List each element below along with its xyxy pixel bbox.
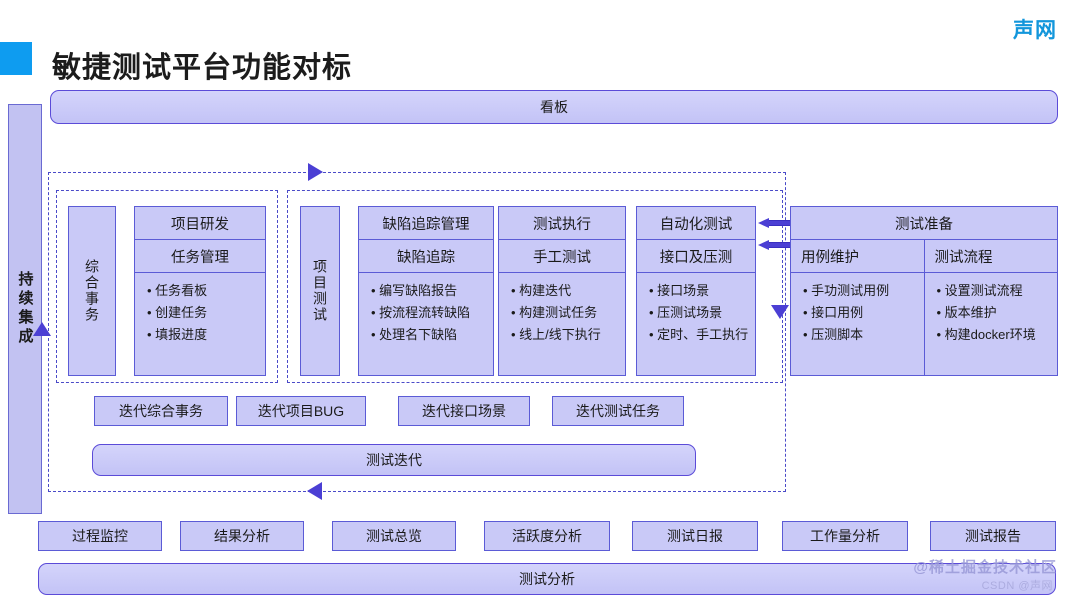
card-subtitle: 缺陷追踪	[359, 240, 493, 273]
bullet-item: 编写缺陷报告	[371, 283, 483, 299]
card-title: 自动化测试	[637, 207, 755, 240]
bullet-item: 设置测试流程	[937, 283, 1048, 299]
chip-result-analysis[interactable]: 结果分析	[180, 521, 304, 551]
continuous-integration-rail[interactable]: 持续集成	[8, 104, 42, 514]
preparation-column-test-process[interactable]: 测试流程 设置测试流程 版本维护 构建docker环境	[923, 240, 1058, 375]
chip-label: 测试日报	[667, 528, 723, 544]
arrow-preparation-to-automation-1	[758, 218, 794, 229]
chip-label: 迭代接口场景	[422, 403, 506, 419]
bullet-item: 版本维护	[937, 305, 1048, 321]
agora-logo: 声网	[1013, 19, 1057, 42]
chip-iteration-test-task[interactable]: 迭代测试任务	[552, 396, 684, 426]
card-title: 项目研发	[135, 207, 265, 240]
chip-iteration-comprehensive[interactable]: 迭代综合事务	[94, 396, 228, 426]
card-bullets: 设置测试流程 版本维护 构建docker环境	[925, 273, 1058, 375]
card-title: 测试执行	[499, 207, 625, 240]
bullet-item: 填报进度	[147, 327, 255, 343]
bullet-item: 接口用例	[803, 305, 914, 321]
flow-right-arrow-icon	[308, 163, 323, 181]
card-subtitle: 任务管理	[135, 240, 265, 273]
chip-test-report[interactable]: 测试报告	[930, 521, 1056, 551]
card-subtitle: 测试流程	[924, 240, 1057, 273]
chip-label: 迭代项目BUG	[257, 403, 345, 419]
chip-test-daily-report[interactable]: 测试日报	[632, 521, 758, 551]
bullet-item: 压测脚本	[803, 327, 914, 343]
chip-label: 结果分析	[214, 528, 270, 544]
chip-process-monitoring[interactable]: 过程监控	[38, 521, 162, 551]
title-accent-square	[0, 42, 32, 75]
bullet-item: 构建docker环境	[937, 327, 1048, 343]
card-subtitle: 手工测试	[499, 240, 625, 273]
card-subtitle: 接口及压测	[637, 240, 755, 273]
continuous-integration-label: 持续集成	[16, 271, 34, 347]
chip-iteration-api-scenario[interactable]: 迭代接口场景	[398, 396, 530, 426]
block-project-test[interactable]: 项目测试	[300, 206, 340, 376]
chip-workload-analysis[interactable]: 工作量分析	[782, 521, 908, 551]
card-subtitle: 用例维护	[791, 240, 924, 273]
ci-up-arrow-icon	[33, 322, 51, 336]
chip-label: 活跃度分析	[512, 528, 582, 544]
test-iteration-banner[interactable]: 测试迭代	[92, 444, 696, 476]
kanban-banner-label: 看板	[540, 99, 568, 115]
bullet-item: 线上/线下执行	[511, 327, 615, 343]
bullet-item: 手功测试用例	[803, 283, 914, 299]
chip-iteration-project-bug[interactable]: 迭代项目BUG	[236, 396, 366, 426]
card-bullets: 接口场景 压测试场景 定时、手工执行	[637, 273, 755, 375]
outer-dashed-region	[48, 172, 786, 492]
chip-label: 工作量分析	[810, 528, 880, 544]
card-automation-test[interactable]: 自动化测试 接口及压测 接口场景 压测试场景 定时、手工执行	[636, 206, 756, 376]
kanban-banner[interactable]: 看板	[50, 90, 1058, 124]
card-bullets: 构建迭代 构建测试任务 线上/线下执行	[499, 273, 625, 375]
chip-label: 迭代综合事务	[119, 403, 203, 419]
card-test-execution[interactable]: 测试执行 手工测试 构建迭代 构建测试任务 线上/线下执行	[498, 206, 626, 376]
block-comprehensive-affairs[interactable]: 综合事务	[68, 206, 116, 376]
bullet-item: 任务看板	[147, 283, 255, 299]
chip-label: 测试总览	[366, 528, 422, 544]
card-defect-tracking[interactable]: 缺陷追踪管理 缺陷追踪 编写缺陷报告 按流程流转缺陷 处理名下缺陷	[358, 206, 494, 376]
bullet-item: 压测试场景	[649, 305, 745, 321]
card-bullets: 手功测试用例 接口用例 压测脚本	[791, 273, 924, 375]
chip-activity-analysis[interactable]: 活跃度分析	[484, 521, 610, 551]
bullet-item: 构建测试任务	[511, 305, 615, 321]
card-bullets: 任务看板 创建任务 填报进度	[135, 273, 265, 375]
preparation-column-case-maintenance[interactable]: 用例维护 手功测试用例 接口用例 压测脚本	[791, 240, 924, 375]
chip-label: 过程监控	[72, 528, 128, 544]
bullet-item: 接口场景	[649, 283, 745, 299]
test-analysis-label: 测试分析	[519, 571, 575, 587]
test-analysis-banner[interactable]: 测试分析	[38, 563, 1056, 595]
preparation-columns: 用例维护 手功测试用例 接口用例 压测脚本 测试流程 设置测试流程 版本维护 构…	[791, 240, 1057, 375]
bullet-item: 构建迭代	[511, 283, 615, 299]
bullet-item: 创建任务	[147, 305, 255, 321]
bullet-item: 定时、手工执行	[649, 327, 748, 343]
chip-label: 迭代测试任务	[576, 403, 660, 419]
bullet-item: 处理名下缺陷	[371, 327, 483, 343]
dashed-region-project-test	[287, 190, 783, 383]
comprehensive-affairs-label: 综合事务	[84, 259, 100, 323]
flow-left-arrow-icon	[307, 482, 322, 500]
chip-test-overview[interactable]: 测试总览	[332, 521, 456, 551]
card-title: 测试准备	[791, 207, 1057, 240]
card-test-preparation[interactable]: 测试准备 用例维护 手功测试用例 接口用例 压测脚本 测试流程 设置测试流程 版…	[790, 206, 1058, 376]
project-test-label: 项目测试	[312, 259, 328, 323]
dashed-region-comprehensive	[56, 190, 278, 383]
chip-label: 测试报告	[965, 528, 1021, 544]
card-title: 缺陷追踪管理	[359, 207, 493, 240]
arrow-preparation-to-automation-2	[758, 240, 794, 251]
card-project-development[interactable]: 项目研发 任务管理 任务看板 创建任务 填报进度	[134, 206, 266, 376]
card-bullets: 编写缺陷报告 按流程流转缺陷 处理名下缺陷	[359, 273, 493, 375]
flow-down-arrow-icon	[771, 305, 789, 319]
page-title: 敏捷测试平台功能对标	[52, 52, 353, 84]
test-iteration-label: 测试迭代	[366, 452, 422, 468]
bullet-item: 按流程流转缺陷	[371, 305, 483, 321]
